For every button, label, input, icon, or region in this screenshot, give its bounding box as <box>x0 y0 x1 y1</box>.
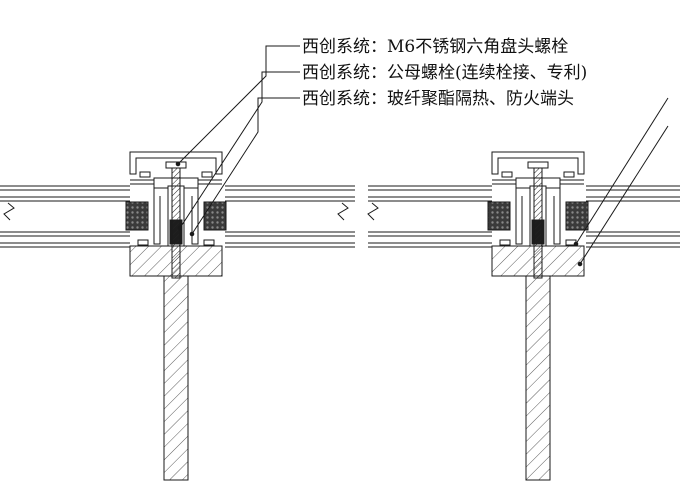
label-insulation: 西创系统：玻纤聚酯隔热、防火端头 <box>302 89 574 109</box>
right-assembly <box>367 151 680 481</box>
right-foam-block-l <box>487 201 511 231</box>
left-foam-block-r <box>203 201 227 231</box>
leader-nut <box>179 71 300 229</box>
leader-bolt <box>177 45 300 165</box>
leader-right-2 <box>579 125 669 265</box>
label-nut: 西创系统：公母螺栓(连续栓接、专利) <box>302 63 587 83</box>
leader-lines <box>175 45 669 267</box>
left-foam-block-l <box>125 201 149 231</box>
left-assembly <box>0 151 355 481</box>
right-fin <box>525 275 551 481</box>
left-fin <box>163 275 189 481</box>
right-assembly-glass-left <box>367 185 492 248</box>
right-foam-block-r <box>565 201 589 231</box>
left-glass-panel <box>0 185 130 248</box>
right-glass-panel <box>225 185 355 248</box>
right-base-bracket <box>491 239 585 277</box>
leader-right-1 <box>575 97 669 245</box>
leader-insulation <box>191 97 300 235</box>
left-base-bracket <box>129 239 223 277</box>
right-assembly-glass-right <box>586 185 680 248</box>
label-bolt: 西创系统：M6不锈钢六角盘头螺栓 <box>302 37 568 57</box>
